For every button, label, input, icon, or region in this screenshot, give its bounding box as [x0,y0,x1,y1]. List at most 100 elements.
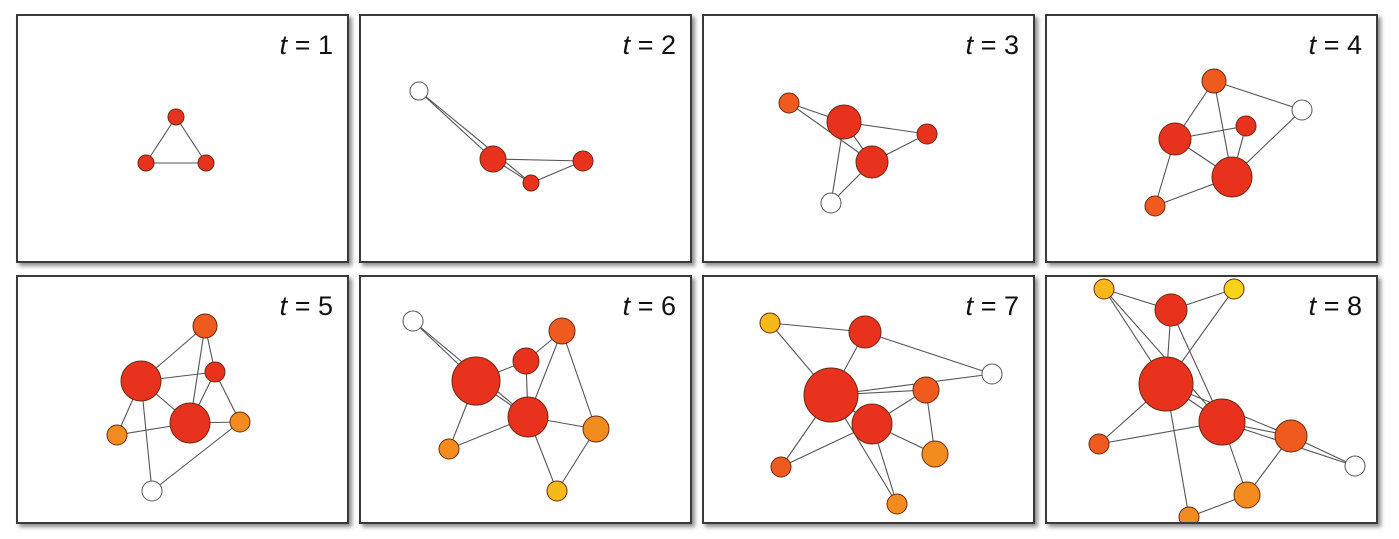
graph-node [1158,122,1192,156]
network-graph [759,312,1003,515]
graph-node-new [981,363,1003,385]
graph-node-new [1291,99,1313,121]
graph-node [886,493,908,515]
graph-edge [418,90,494,160]
graph-node [826,104,862,140]
graph-node [192,313,218,339]
equals-sign: = [973,30,1004,60]
network-graph [778,92,938,214]
time-step-label: t = 7 [966,293,1019,320]
time-step-label: t = 1 [280,32,333,59]
graph-node [204,361,226,383]
graph-node [848,315,882,349]
graph-node [1235,115,1257,137]
time-step-value: 2 [660,30,676,60]
graph-node [770,456,792,478]
graph-node [1233,481,1261,509]
graph-node [106,424,128,446]
graph-node [916,123,938,145]
time-step-value: 5 [317,291,333,321]
network-panel-8: t = 8 [1045,275,1378,524]
graph-node [1274,419,1308,453]
graph-node [451,356,501,406]
equals-sign: = [1316,30,1347,60]
time-step-label: t = 3 [966,32,1019,59]
network-graph [137,108,215,172]
time-step-label: t = 8 [1309,293,1362,320]
graph-node [229,411,251,433]
time-step-label: t = 5 [280,293,333,320]
time-variable: t [622,30,631,60]
network-graph [409,81,594,192]
time-variable: t [622,291,631,321]
graph-node [507,396,549,438]
graph-node [479,145,507,173]
equals-sign: = [973,291,1004,321]
graph-edge [1213,80,1303,111]
time-step-value: 6 [660,291,676,321]
time-step-value: 7 [1003,291,1019,321]
graph-node [438,438,460,460]
graph-node-new [1344,455,1366,477]
time-step-label: t = 4 [1309,32,1362,59]
graph-node [572,150,594,172]
graph-node [169,402,211,444]
graph-node [1201,68,1227,94]
equals-sign: = [287,30,318,60]
time-variable: t [965,30,974,60]
time-step-label: t = 6 [623,293,676,320]
graph-node [759,312,781,334]
graph-node [522,174,540,192]
equals-sign: = [287,291,318,321]
graph-node-new [820,192,842,214]
time-step-value: 1 [317,30,333,60]
time-step-value: 8 [1346,291,1362,321]
network-graph [106,313,251,502]
network-panel-6: t = 6 [359,275,692,524]
graph-node [1211,156,1253,198]
graph-node [803,367,859,423]
graph-node [921,440,949,468]
graph-node [1154,293,1188,327]
graph-node [851,403,893,445]
time-step-label: t = 2 [623,32,676,59]
graph-edge [561,330,597,430]
graph-edge [1103,288,1223,423]
network-graph [1088,278,1366,522]
time-variable: t [279,291,288,321]
graph-edge [864,331,993,375]
network-graph [1144,68,1313,217]
graph-node [912,376,940,404]
time-step-value: 4 [1346,30,1362,60]
equals-sign: = [630,30,661,60]
graph-node [1093,278,1115,300]
time-variable: t [1308,291,1317,321]
graph-node [1144,195,1166,217]
graph-node [855,145,889,179]
network-panel-3: t = 3 [702,14,1035,263]
graph-node-new [409,81,429,101]
graph-edge [175,116,207,164]
graph-node [137,154,155,172]
graph-node [1138,356,1194,412]
graph-node [1223,278,1245,300]
graph-node [546,480,568,502]
graph-node [1088,433,1110,455]
graph-node [548,317,576,345]
time-variable: t [965,291,974,321]
network-panel-7: t = 7 [702,275,1035,524]
graph-node [778,92,800,114]
network-panel-2: t = 2 [359,14,692,263]
graph-node [197,154,215,172]
network-graph [402,310,610,502]
time-variable: t [1308,30,1317,60]
network-panel-1: t = 1 [16,14,349,263]
graph-edge [418,90,532,184]
graph-node-new [141,480,163,502]
graph-node [512,347,540,375]
graph-node [1178,506,1200,522]
graph-edge [151,421,241,492]
graph-node-new [402,310,424,332]
time-step-value: 3 [1003,30,1019,60]
